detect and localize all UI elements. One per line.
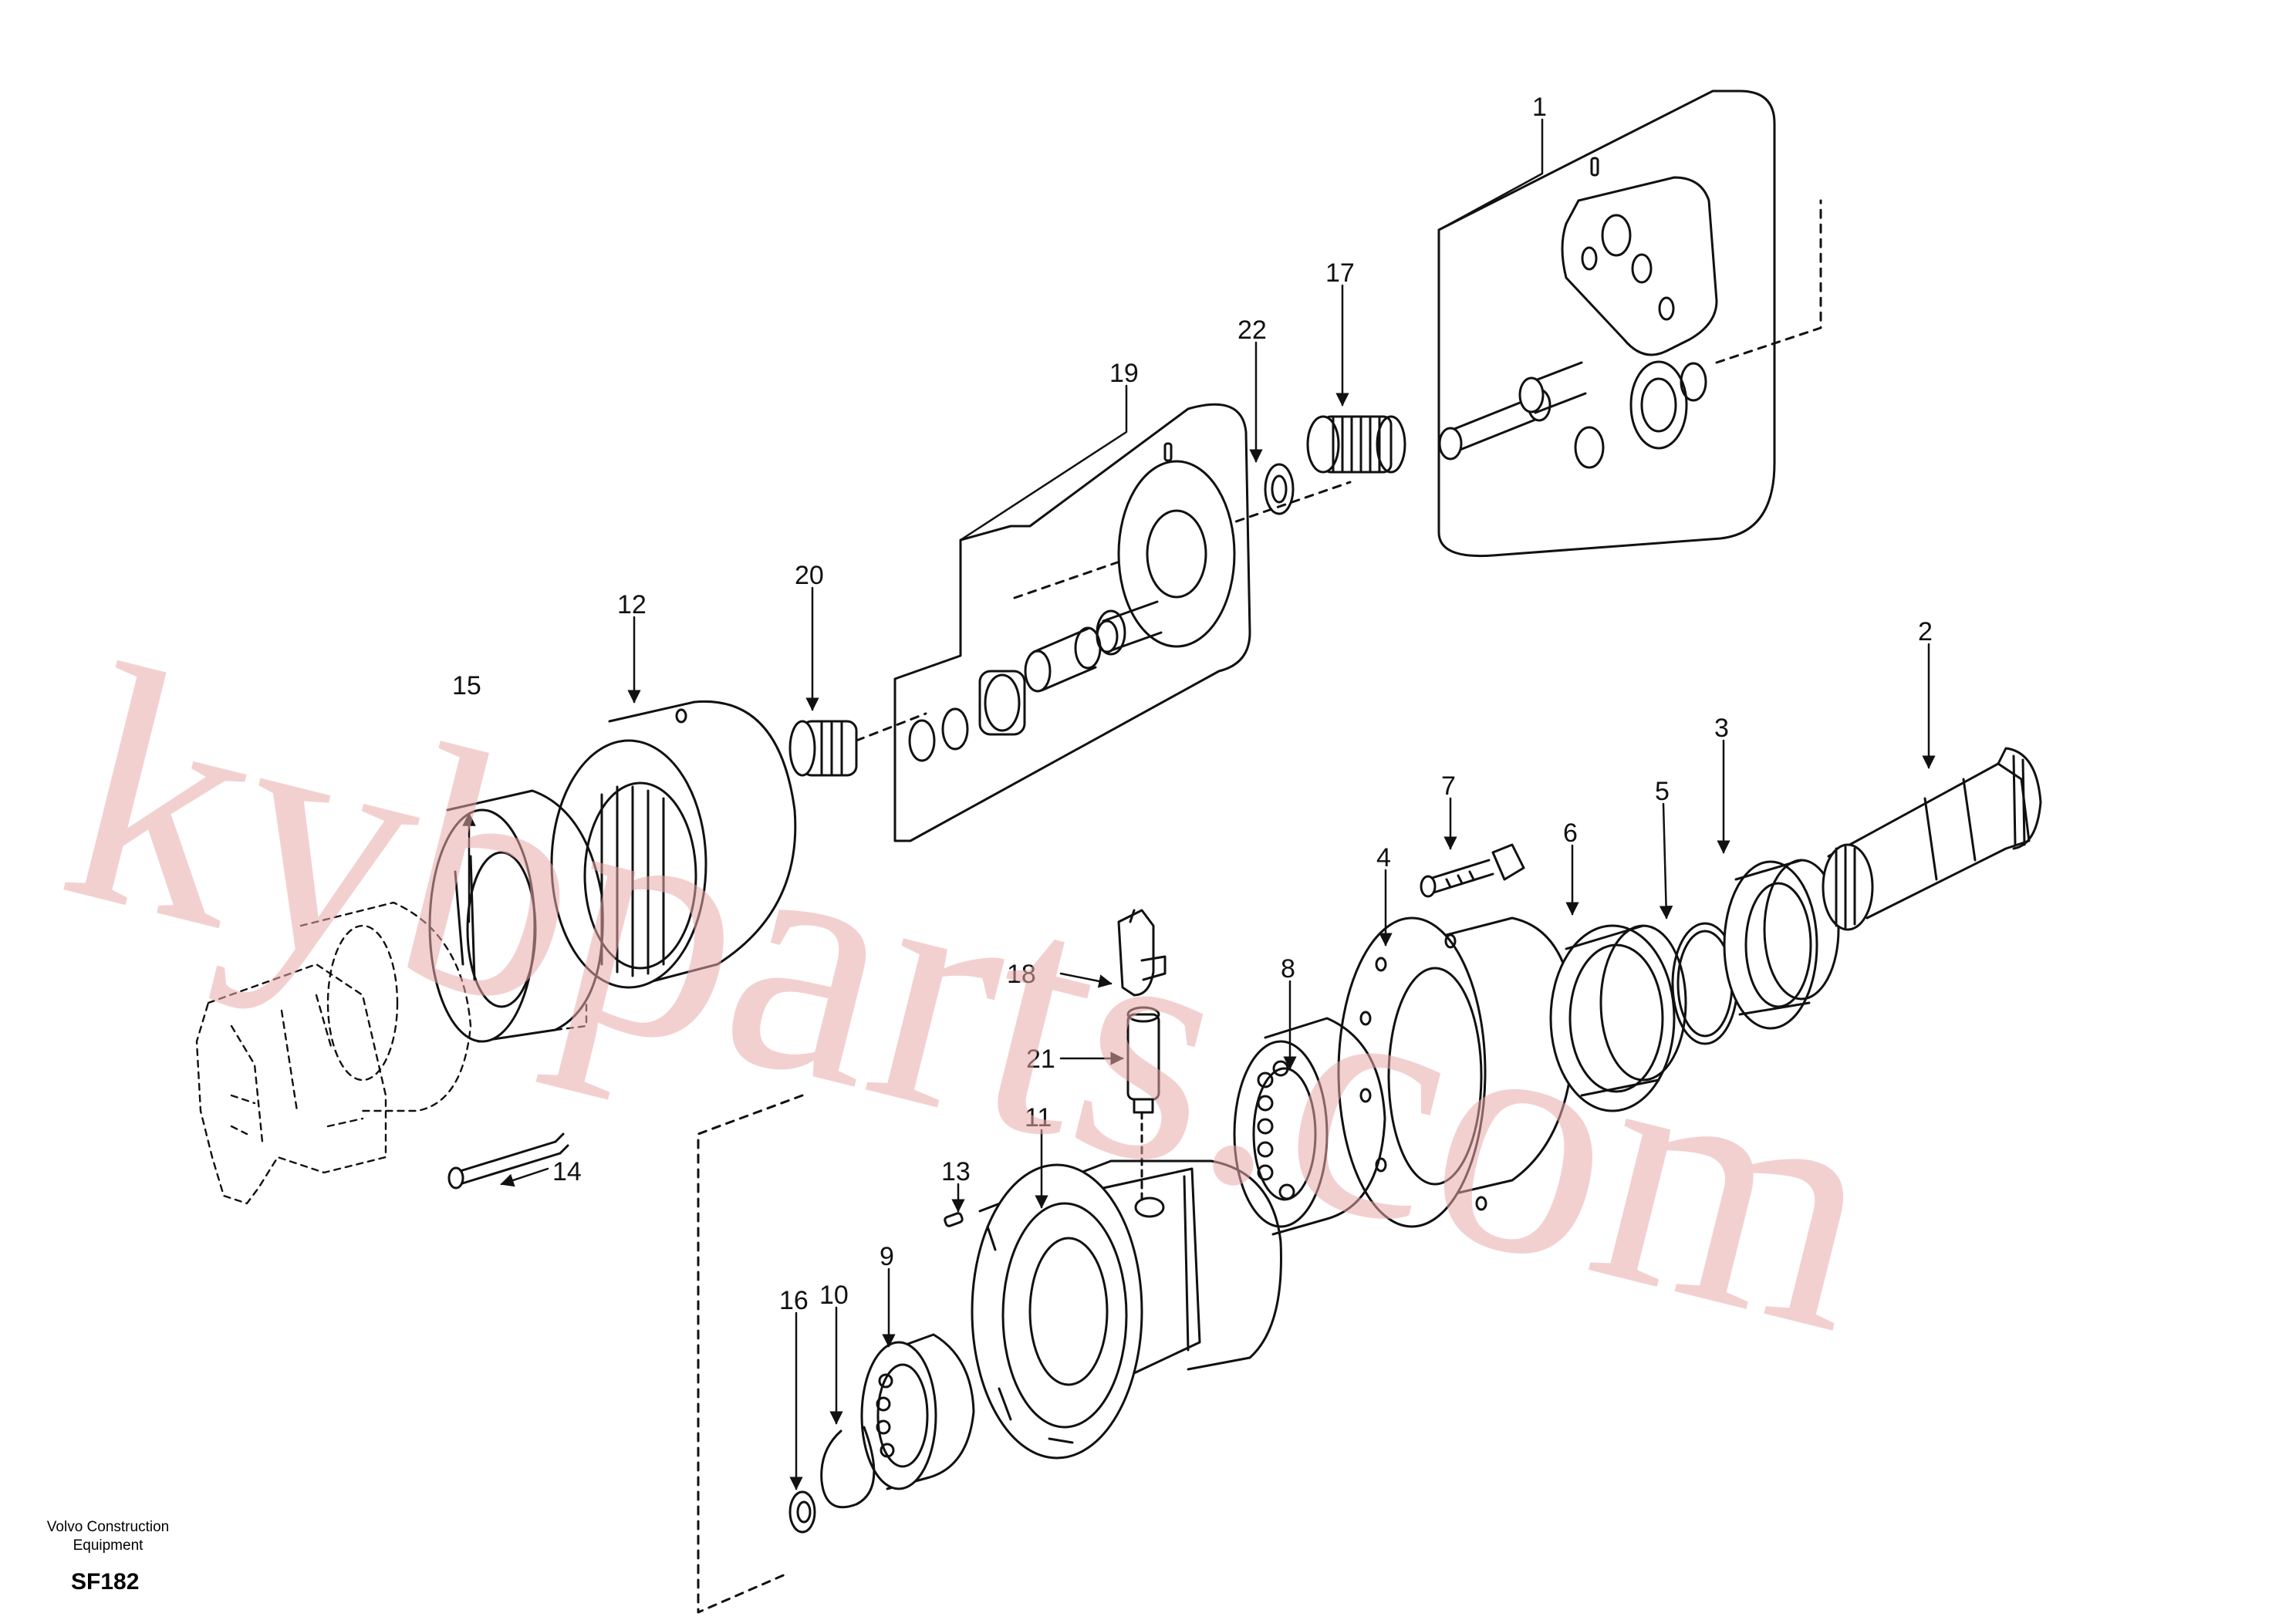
plug-21 — [1126, 1006, 1160, 1114]
brand-name: Volvo Construction Equipment — [46, 1519, 170, 1554]
callout-20: 20 — [795, 561, 824, 590]
leader-lines — [462, 118, 1936, 1490]
seal-6 — [1549, 924, 1687, 1112]
sun-gear-20 — [788, 720, 858, 777]
callout-3: 3 — [1714, 714, 1729, 743]
seal-3 — [1723, 859, 1840, 1030]
pin-13 — [944, 1212, 964, 1227]
callout-14: 14 — [552, 1157, 582, 1186]
callout-16: 16 — [779, 1286, 809, 1315]
bolt-7 — [1420, 843, 1525, 898]
washer-22 — [1264, 463, 1295, 515]
diagram-code: SF182 — [71, 1569, 140, 1595]
callout-6: 6 — [1563, 818, 1578, 848]
bearing-8 — [1233, 1017, 1386, 1236]
callout-15: 15 — [452, 671, 481, 700]
callout-9: 9 — [880, 1242, 894, 1271]
ring-gear-12 — [550, 700, 797, 989]
callout-21: 21 — [1026, 1045, 1055, 1074]
callout-2: 2 — [1918, 617, 1933, 646]
callout-22: 22 — [1237, 316, 1267, 345]
callout-12: 12 — [617, 590, 647, 619]
gear-17 — [1306, 415, 1406, 474]
washer-16 — [788, 1490, 816, 1534]
callout-4: 4 — [1376, 843, 1391, 872]
motor-outline-dashed — [195, 901, 588, 1205]
bearing-9 — [860, 1333, 975, 1490]
callout-18: 18 — [1007, 960, 1036, 989]
output-shaft-2 — [1822, 747, 2042, 931]
footer-brand-block: Volvo Construction Equipment SF182 — [31, 1518, 185, 1595]
bolt-14 — [447, 1132, 569, 1190]
callout-17: 17 — [1325, 258, 1355, 288]
fitting-18 — [1117, 909, 1167, 997]
callout-13: 13 — [941, 1157, 971, 1186]
snap-ring-10 — [820, 1426, 876, 1509]
callout-19: 19 — [1109, 359, 1139, 388]
callout-7: 7 — [1441, 771, 1456, 801]
callout-1: 1 — [1532, 93, 1547, 122]
callout-10: 10 — [819, 1281, 849, 1310]
carrier-assembly-1 — [1437, 89, 1776, 558]
planetary-stage-19 — [893, 403, 1251, 842]
callout-8: 8 — [1281, 954, 1295, 984]
callout-labels: 1 2 3 4 5 6 7 8 9 10 11 12 13 14 15 16 1… — [452, 93, 1933, 1315]
housing-11 — [971, 1159, 1282, 1460]
callout-5: 5 — [1655, 777, 1670, 806]
callout-11: 11 — [1025, 1103, 1052, 1132]
